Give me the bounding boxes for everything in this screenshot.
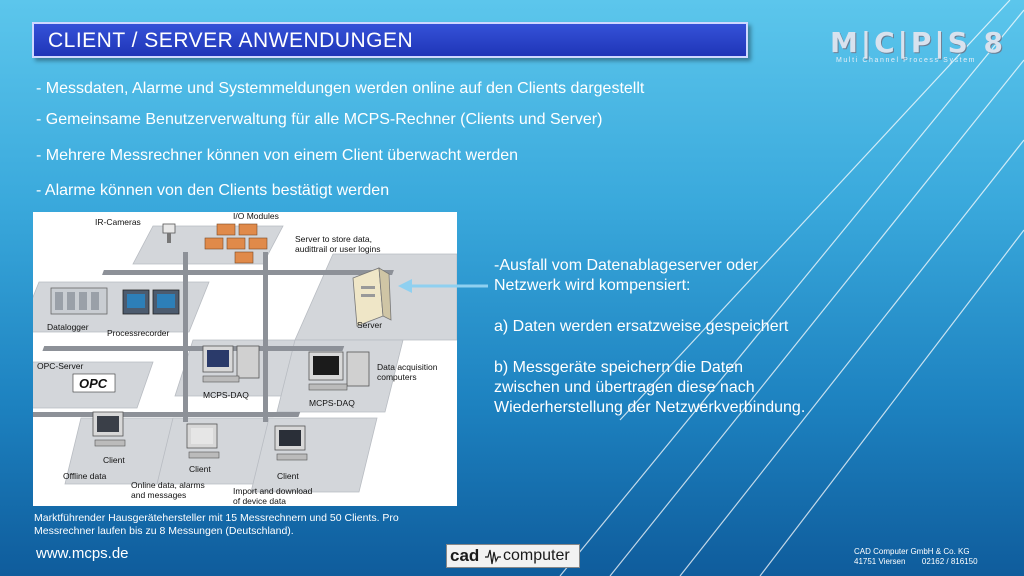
- network-bar-vertical-2: [263, 252, 268, 422]
- label-server-desc-2: audittrail or user logins: [295, 244, 381, 254]
- plate-client-3: [250, 417, 378, 493]
- label-io-modules: I/O Modules: [233, 212, 279, 221]
- label-server: Server: [357, 320, 382, 330]
- label-client-3: Client: [277, 471, 299, 481]
- processrecorder-icon: [122, 289, 180, 315]
- company-name: CAD Computer GmbH & Co. KG: [854, 547, 970, 556]
- company-info: CAD Computer GmbH & Co. KG 41751 Viersen…: [854, 547, 978, 567]
- bullet-3: - Mehrere Messrechner können von einem C…: [36, 147, 519, 164]
- side-text-line-4: b) Messgeräte speichern die Daten: [494, 359, 744, 376]
- company-city: 41751 Viersen: [854, 557, 906, 566]
- label-import-2: of device data: [233, 496, 286, 506]
- side-text-line-5: zwischen und übertragen diese nach: [494, 379, 755, 396]
- side-text-line-1: -Ausfall vom Datenablageserver oder: [494, 257, 759, 274]
- bullet-4: - Alarme können von den Clients bestätig…: [36, 182, 390, 199]
- network-bar-top: [102, 270, 394, 275]
- logo-subtitle: Multi Channel Process System: [836, 57, 977, 64]
- network-diagram: IR-Cameras I/O Modules Server to store d…: [33, 212, 457, 506]
- label-mcps-daq-1: MCPS-DAQ: [203, 390, 249, 400]
- label-daq-desc-2: computers: [377, 372, 417, 382]
- label-client-1: Client: [103, 455, 125, 465]
- network-bar-bottom: [33, 412, 301, 417]
- label-offline-data: Offline data: [63, 471, 107, 481]
- label-ir-cameras: IR-Cameras: [95, 217, 141, 227]
- network-diagram-svg: IR-Cameras I/O Modules Server to store d…: [33, 212, 457, 506]
- cad-logo-computer: computer: [503, 547, 570, 564]
- side-text-line-2: Netzwerk wird kompensiert:: [494, 277, 691, 294]
- network-bar-vertical-1: [183, 252, 188, 422]
- side-text-line-3: a) Daten werden ersatzweise gespeichert: [494, 318, 789, 335]
- company-phone: 02162 / 816150: [921, 557, 978, 566]
- page-title: CLIENT / SERVER ANWENDUNGEN: [48, 29, 414, 52]
- opc-server-icon: [72, 373, 116, 393]
- mcps-daq-computer-1-icon: [202, 345, 260, 383]
- bullet-2: - Gemeinsame Benutzerverwaltung für alle…: [36, 111, 603, 128]
- logo-main-text: M|C|P|S 8: [830, 26, 1007, 59]
- label-opc-logo: OPC: [79, 376, 108, 391]
- waveform-icon: [485, 549, 501, 565]
- label-import-1: Import and download: [233, 486, 313, 496]
- side-text-line-6: Wiederherstellung der Netzwerkverbindung…: [494, 399, 806, 416]
- io-modules-icon: [204, 223, 268, 264]
- label-daq-desc-1: Data acquisition: [377, 362, 438, 372]
- label-opc-server: OPC-Server: [37, 361, 83, 371]
- label-online-2: and messages: [131, 490, 186, 500]
- client-computer-2-icon: [186, 423, 220, 459]
- label-client-2: Client: [189, 464, 211, 474]
- label-online-1: Online data, alarms: [131, 480, 205, 490]
- network-bar-mid: [42, 346, 345, 351]
- cad-computer-logo: cad computer: [446, 544, 580, 568]
- website-link[interactable]: www.mcps.de: [36, 545, 129, 562]
- label-datalogger: Datalogger: [47, 322, 89, 332]
- client-computer-3-icon: [274, 425, 308, 461]
- datalogger-icon: [50, 287, 108, 315]
- bullet-1: - Messdaten, Alarme und Systemmeldungen …: [36, 80, 645, 97]
- label-mcps-daq-2: MCPS-DAQ: [309, 398, 355, 408]
- mcps-logo: M|C|P|S 8 Multi Channel Process System: [830, 26, 1006, 70]
- title-bar: CLIENT / SERVER ANWENDUNGEN: [32, 22, 748, 58]
- label-processrecorder: Processrecorder: [107, 328, 170, 338]
- server-icon: [352, 267, 392, 327]
- diagram-caption: Marktführender Hausgerätehersteller mit …: [34, 512, 399, 537]
- mcps-daq-computer-2-icon: [308, 351, 370, 391]
- client-computer-1-icon: [92, 411, 126, 447]
- ir-camera-icon: [162, 223, 176, 243]
- cad-logo-cad: cad: [450, 546, 480, 565]
- arrow-to-server-icon: [398, 279, 488, 293]
- label-server-desc-1: Server to store data,: [295, 234, 372, 244]
